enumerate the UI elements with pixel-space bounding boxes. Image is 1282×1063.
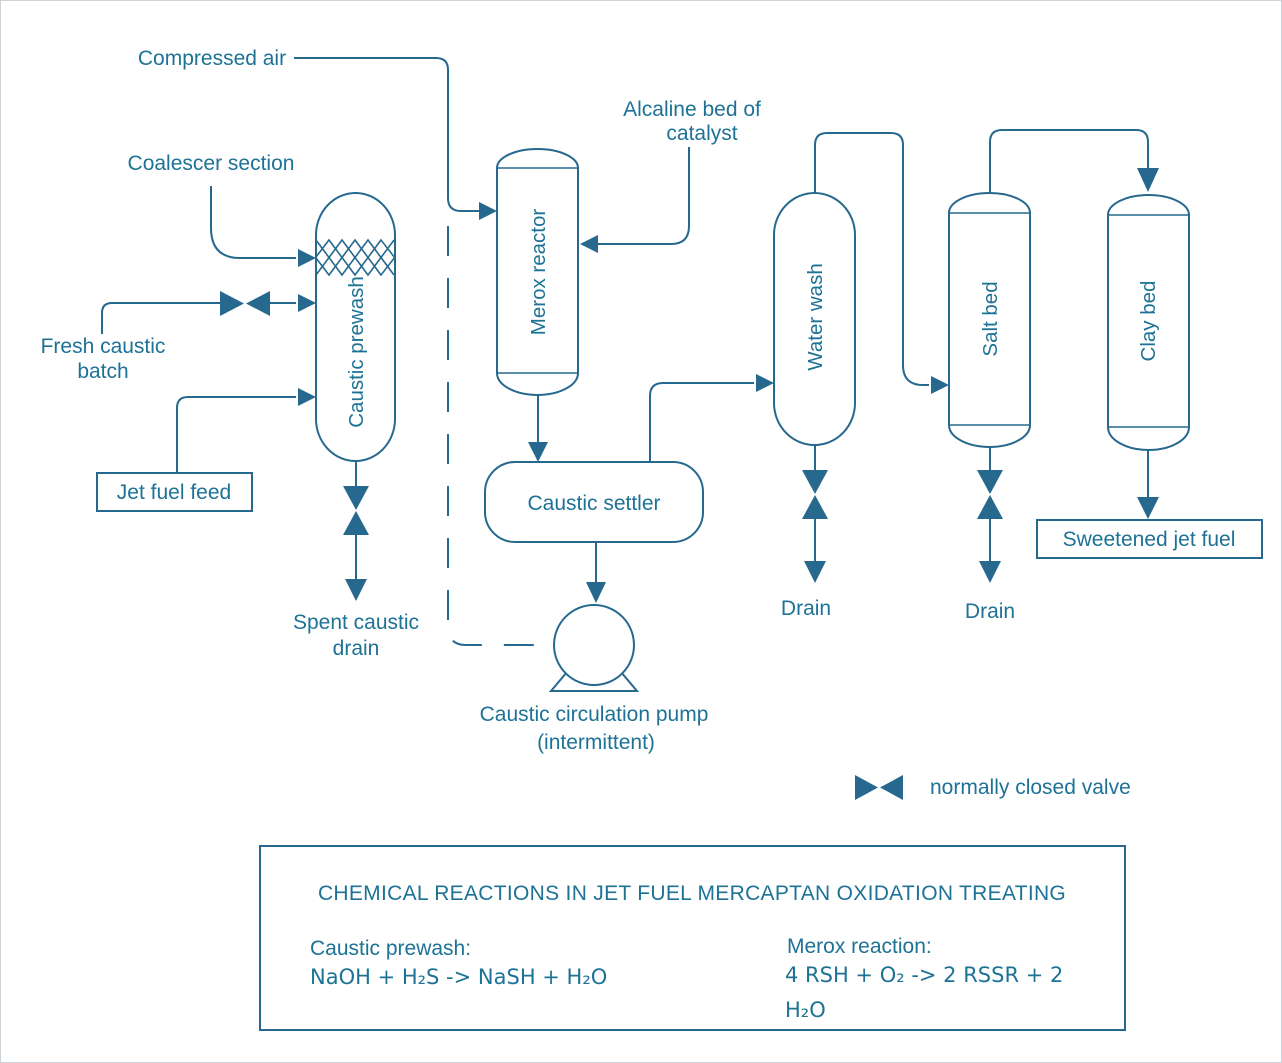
reactions-title: CHEMICAL REACTIONS IN JET FUEL MERCAPTAN… (318, 882, 1066, 905)
merox-heading: Merox reaction: (787, 935, 932, 958)
merox-equation-line2: H₂O (785, 998, 826, 1022)
stream-spent-caustic-drain (343, 461, 369, 601)
stream-fresh-caustic (101, 291, 316, 334)
alcaline-bed-label-line2: catalyst (666, 122, 737, 145)
water-wash-drain-label: Drain (781, 597, 831, 620)
reactions-panel: CHEMICAL REACTIONS IN JET FUEL MERCAPTAN… (259, 845, 1126, 1031)
stream-jet-fuel-feed (176, 388, 316, 473)
vessel-salt-bed: Salt bed (948, 192, 1031, 448)
stream-compressed-air (294, 57, 497, 220)
water-wash-valve-top-icon (802, 470, 828, 494)
vessel-merox-reactor: Merox reactor (496, 148, 579, 396)
sweetened-jet-fuel-label: Sweetened jet fuel (1063, 528, 1236, 551)
salt-bed-valve-top-icon (977, 470, 1003, 494)
fresh-caustic-valve-left-icon (220, 291, 244, 316)
jet-fuel-feed-box: Jet fuel feed (96, 472, 253, 512)
stream-water-wash-to-salt-bed (814, 132, 949, 394)
salt-bed-label: Salt bed (979, 281, 1002, 356)
salt-bed-drain-arrow-icon (979, 561, 1001, 583)
arrow-into-prewash-mid (298, 294, 316, 312)
compressed-air-label: Compressed air (138, 47, 286, 70)
stream-caustic-recirculation-dashed (447, 226, 552, 646)
water-wash-valve-bottom-icon (802, 495, 828, 519)
pump-label-line2: (intermittent) (537, 731, 655, 754)
coalescer-hatch (315, 238, 396, 277)
vessel-caustic-prewash: Caustic prewash (315, 192, 396, 462)
fresh-caustic-valve-right-icon (246, 291, 270, 316)
sweetened-jet-fuel-box: Sweetened jet fuel (1036, 519, 1263, 559)
coalescer-section-label: Coalescer section (128, 152, 295, 175)
stream-sweetened-jet-fuel (1137, 450, 1159, 519)
stream-alcaline-bed (580, 147, 690, 253)
arrow-into-water-wash (756, 374, 774, 392)
pump-label-line1: Caustic circulation pump (480, 703, 709, 726)
vessel-clay-bed: Clay bed (1107, 194, 1190, 451)
arrow-into-pump (586, 582, 606, 603)
stream-salt-bed-drain (977, 447, 1003, 583)
arrow-into-merox-reactor (479, 202, 497, 220)
stream-settler-to-water-wash (649, 374, 774, 462)
arrow-into-merox-right (580, 235, 598, 253)
pump-symbol (548, 604, 640, 692)
legend-valve-left-icon (855, 775, 878, 800)
stream-salt-bed-to-clay-bed (989, 129, 1159, 193)
salt-bed-drain-label: Drain (965, 600, 1015, 623)
stream-merox-to-settler (528, 396, 548, 462)
jet-fuel-feed-label: Jet fuel feed (117, 481, 231, 504)
spent-caustic-label-line2: drain (333, 637, 380, 660)
water-wash-label: Water wash (804, 263, 827, 370)
arrow-into-sweetened-box (1137, 497, 1159, 519)
legend-normally-closed-valve: normally closed valve (855, 775, 1131, 800)
spent-caustic-label-line1: Spent caustic (293, 611, 419, 634)
merox-reactor-label: Merox reactor (527, 209, 550, 336)
stream-water-wash-drain (802, 445, 828, 583)
spent-caustic-arrow-icon (345, 579, 367, 601)
merox-equation-line1: 4 RSH + O₂ -> 2 RSSR + 2 (785, 963, 1063, 987)
arrow-into-salt-bed (931, 376, 949, 394)
vessel-caustic-settler: Caustic settler (484, 461, 704, 543)
caustic-settler-label: Caustic settler (527, 492, 660, 515)
fresh-caustic-label-line2: batch (77, 360, 128, 383)
legend-valve-label: normally closed valve (930, 776, 1131, 799)
arrow-into-prewash-lower (298, 388, 316, 406)
pump-circle (553, 604, 635, 686)
arrow-into-settler (528, 442, 548, 462)
legend-valve-right-icon (880, 775, 903, 800)
caustic-prewash-heading: Caustic prewash: (310, 937, 471, 960)
spent-caustic-valve-top-icon (343, 486, 369, 510)
arrow-into-clay-bed (1137, 168, 1159, 192)
spent-caustic-valve-bottom-icon (343, 511, 369, 535)
vessel-water-wash: Water wash (773, 192, 856, 446)
fresh-caustic-label-line1: Fresh caustic (41, 335, 166, 358)
arrow-into-coalescer (298, 249, 316, 267)
stream-coalescer-pointer (210, 186, 316, 267)
caustic-prewash-equation: NaOH + H₂S -> NaSH + H₂O (310, 965, 607, 989)
clay-bed-label: Clay bed (1137, 281, 1160, 362)
stream-settler-to-pump (586, 542, 606, 603)
water-wash-drain-arrow-icon (804, 561, 826, 583)
caustic-prewash-label: Caustic prewash (345, 276, 368, 428)
salt-bed-valve-bottom-icon (977, 495, 1003, 519)
alcaline-bed-label-line1: Alcaline bed of (623, 98, 761, 121)
